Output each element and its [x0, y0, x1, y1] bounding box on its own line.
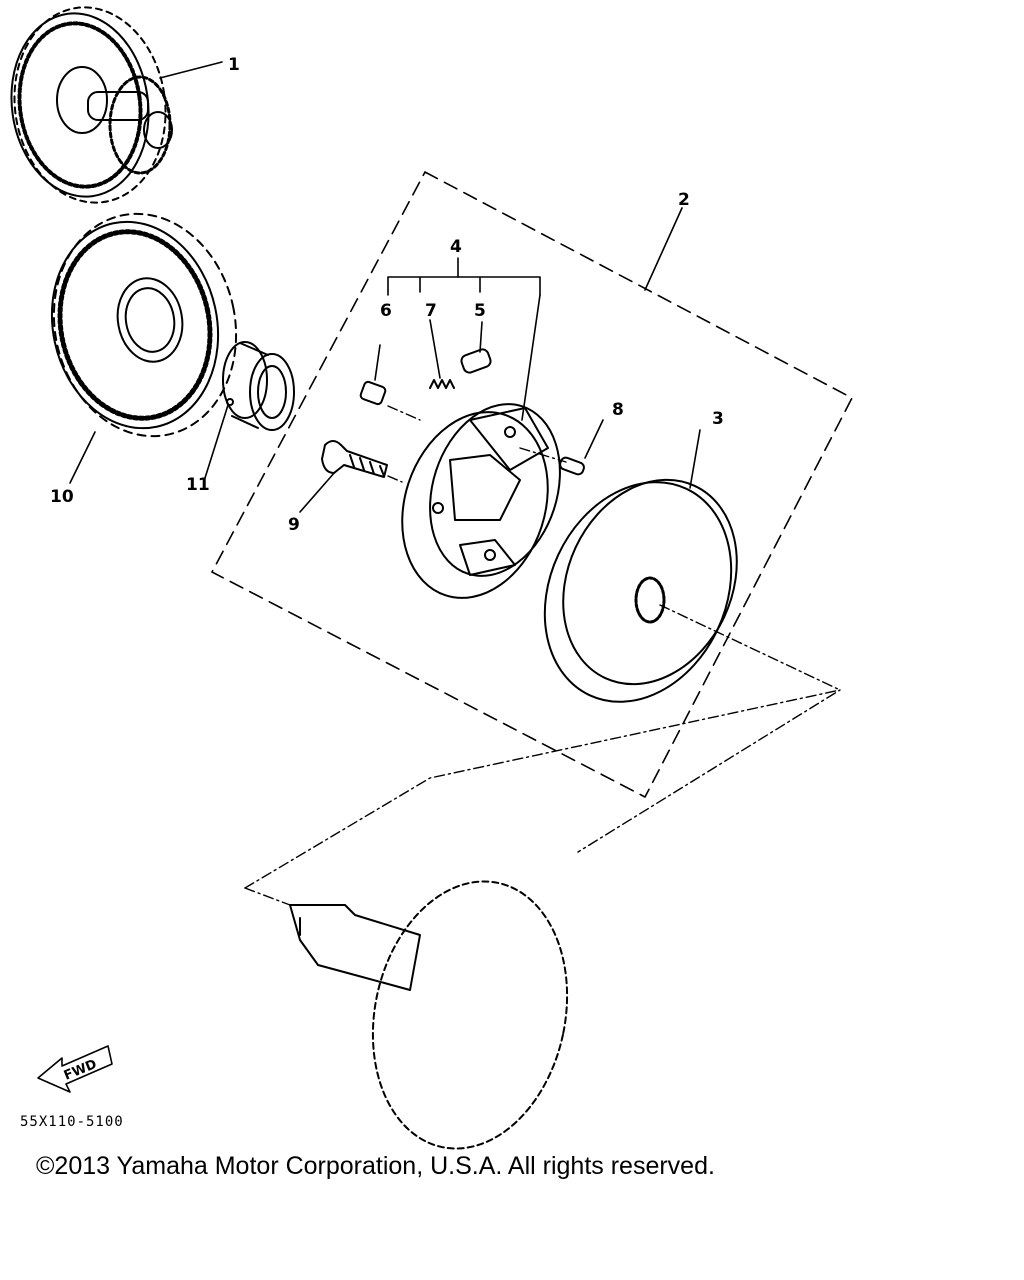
copyright-notice: ©2013 Yamaha Motor Corporation, U.S.A. A…: [36, 1152, 715, 1180]
assembly-outline-2: [211, 171, 853, 798]
callout-4: 4: [450, 237, 462, 257]
callout-11: 11: [186, 475, 210, 495]
callout-leaders: [69, 61, 701, 513]
callout-3: 3: [712, 409, 724, 429]
starter-clutch-body: [401, 403, 561, 599]
crankshaft-flywheel: [289, 880, 569, 1150]
fwd-arrow-icon: FWD: [37, 1045, 113, 1093]
callout-9: 9: [288, 515, 300, 535]
callout-5: 5: [474, 301, 486, 321]
part-8-pin: [559, 456, 585, 476]
part-6-roller: [359, 380, 387, 406]
leader-lines: [244, 405, 841, 906]
part-3-clutch-housing: [543, 478, 738, 703]
callout-10: 10: [50, 487, 74, 507]
part-10-gear: [50, 212, 238, 438]
callout-7: 7: [425, 301, 437, 321]
callout-1: 1: [228, 55, 240, 75]
fwd-label: FWD: [62, 1057, 99, 1084]
part-5-plunger: [460, 348, 492, 374]
part-11-bushing: [222, 341, 295, 431]
part-7-spring: [429, 379, 455, 389]
part-1-drive-gear: [10, 6, 173, 204]
callout-8: 8: [612, 400, 624, 420]
callout-6: 6: [380, 301, 392, 321]
part-9-bolt: [321, 440, 388, 478]
callout-2: 2: [678, 190, 690, 210]
drawing-code: 55X110-5100: [20, 1114, 124, 1130]
